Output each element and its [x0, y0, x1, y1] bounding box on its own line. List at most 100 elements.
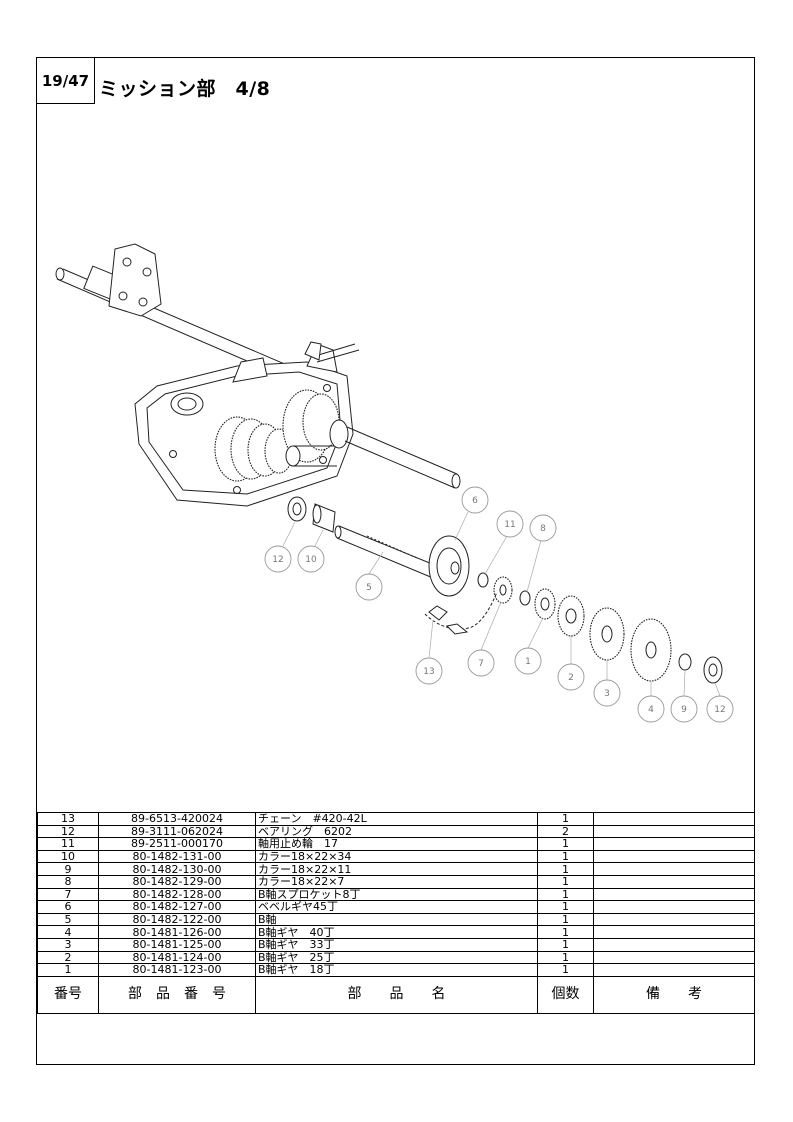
- callout-3-label: 3: [604, 689, 610, 699]
- part-name: 軸用止め輪 17: [255, 837, 538, 851]
- part-quantity: 1: [537, 912, 594, 927]
- header-part-code: 部 品 番 号: [98, 975, 256, 1014]
- callout-12-left: 12: [264, 545, 292, 573]
- part-name: ベベルギヤ45丁: [255, 900, 538, 914]
- part-number-index: 7: [37, 887, 99, 902]
- part-remarks: [593, 812, 755, 826]
- part-name: B軸ギヤ 33丁: [255, 937, 538, 952]
- part-quantity: 1: [537, 900, 594, 914]
- part-number-index: 11: [37, 837, 99, 851]
- part-name: カラー18×22×7: [255, 874, 538, 889]
- sprocket-7: [493, 576, 513, 604]
- part-remarks: [593, 849, 755, 864]
- header-part-name: 部 品 名: [255, 975, 538, 1014]
- callout-2: 2: [557, 663, 585, 691]
- part-code: 80-1482-130-00: [98, 862, 256, 876]
- part-number-index: 13: [37, 812, 99, 826]
- part-name: B軸: [255, 912, 538, 927]
- part-remarks: [593, 862, 755, 876]
- part-remarks: [593, 925, 755, 939]
- shift-lever: [304, 341, 360, 363]
- snap-ring-11: [477, 572, 489, 588]
- callout-5-label: 5: [366, 583, 372, 593]
- part-code: 80-1482-128-00: [98, 887, 256, 902]
- part-name: ベアリング 6202: [255, 824, 538, 839]
- part-code: 80-1482-127-00: [98, 900, 256, 914]
- gear-3: [589, 607, 625, 661]
- part-name: B軸ギヤ 40丁: [255, 925, 538, 939]
- output-shaft: [329, 419, 461, 489]
- exploded-parts-diagram: 1 2 3 4 5 6 7 8 9 10 11 12 12 13: [55, 243, 734, 723]
- part-quantity: 1: [537, 862, 594, 876]
- b-shaft-5: [334, 525, 438, 579]
- callout-12-left-label: 12: [272, 555, 283, 565]
- callout-3: 3: [593, 679, 621, 707]
- mounting-bracket: [108, 243, 162, 317]
- part-remarks: [593, 912, 755, 927]
- part-name: B軸ギヤ 25丁: [255, 950, 538, 965]
- part-quantity: 1: [537, 874, 594, 889]
- part-name: B軸スプロケット8丁: [255, 887, 538, 902]
- header-index: 番号: [37, 975, 99, 1014]
- part-quantity: 1: [537, 925, 594, 939]
- part-quantity: 1: [537, 963, 594, 977]
- callout-4-label: 4: [648, 705, 654, 715]
- callout-1-label: 1: [525, 657, 531, 667]
- callout-2-label: 2: [568, 673, 574, 683]
- bearing-12-left: [287, 496, 307, 522]
- collar-10: [312, 503, 336, 533]
- part-number-index: 6: [37, 900, 99, 914]
- part-code: 80-1482-122-00: [98, 912, 256, 927]
- part-remarks: [593, 900, 755, 914]
- part-number-index: 4: [37, 925, 99, 939]
- part-code: 80-1481-125-00: [98, 937, 256, 952]
- header-remarks: 備 考: [593, 975, 755, 1014]
- part-remarks: [593, 950, 755, 965]
- part-number-index: 9: [37, 862, 99, 876]
- part-code: 89-6513-420024: [98, 812, 256, 826]
- parts-sheet: 19/47 ミッション部 4/8: [36, 57, 755, 1065]
- part-remarks: [593, 963, 755, 977]
- part-code: 80-1482-129-00: [98, 874, 256, 889]
- callout-10-label: 10: [305, 555, 317, 565]
- part-code: 80-1481-126-00: [98, 925, 256, 939]
- part-name: カラー18×22×34: [255, 849, 538, 864]
- gear-2: [557, 595, 585, 637]
- part-name: チェーン #420-42L: [255, 812, 538, 826]
- part-number-index: 10: [37, 849, 99, 864]
- part-number-index: 8: [37, 874, 99, 889]
- part-code: 80-1481-123-00: [98, 963, 256, 977]
- gear-1: [534, 588, 556, 620]
- part-quantity: 1: [537, 812, 594, 826]
- part-quantity: 1: [537, 950, 594, 965]
- collar-9: [678, 653, 692, 671]
- callout-6: 6: [461, 486, 489, 514]
- part-quantity: 1: [537, 887, 594, 902]
- callout-7-label: 7: [478, 659, 484, 669]
- part-remarks: [593, 887, 755, 902]
- callout-9-label: 9: [681, 705, 687, 715]
- part-name: B軸ギヤ 18丁: [255, 963, 538, 977]
- page-number: 19/47: [37, 58, 95, 104]
- callout-10: 10: [297, 545, 325, 573]
- part-number-index: 2: [37, 950, 99, 965]
- part-number-index: 1: [37, 963, 99, 977]
- callout-11: 11: [496, 510, 524, 538]
- callout-5: 5: [355, 573, 383, 601]
- part-number-index: 3: [37, 937, 99, 952]
- collar-8: [519, 590, 531, 606]
- part-quantity: 1: [537, 837, 594, 851]
- part-quantity: 2: [537, 824, 594, 839]
